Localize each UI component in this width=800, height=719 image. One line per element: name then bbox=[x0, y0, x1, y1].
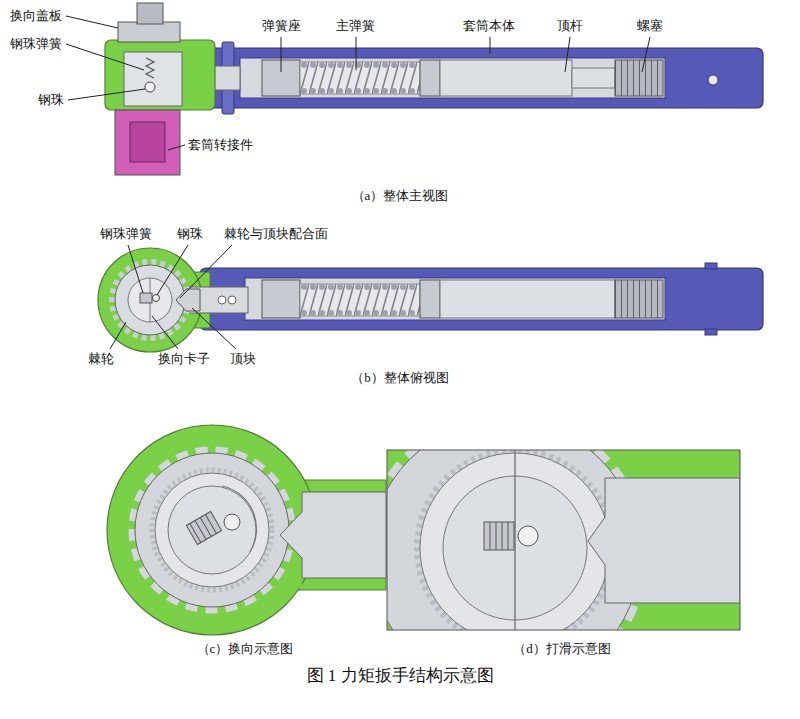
leader-line bbox=[565, 37, 570, 72]
ball bbox=[518, 526, 538, 546]
ball bbox=[145, 82, 155, 92]
ball-spring-part bbox=[186, 511, 221, 544]
hole bbox=[218, 296, 226, 304]
plug-screw bbox=[615, 280, 663, 318]
leader-line bbox=[192, 308, 236, 349]
leader-line bbox=[110, 322, 126, 349]
head-neck bbox=[280, 480, 386, 590]
sleeve-body bbox=[205, 48, 763, 108]
ball-spring bbox=[146, 58, 154, 78]
plug-screw bbox=[615, 60, 663, 96]
spring-seat bbox=[420, 280, 440, 318]
subfigure-caption: （a）整体主视图 bbox=[352, 188, 449, 204]
head bbox=[98, 248, 202, 352]
leader-line bbox=[66, 16, 118, 28]
ball bbox=[153, 295, 160, 302]
slipping-view bbox=[387, 450, 740, 630]
ball-spring bbox=[186, 511, 221, 544]
push-rod bbox=[440, 60, 572, 96]
leader-line bbox=[281, 37, 282, 72]
knob bbox=[137, 3, 163, 24]
part-label: 钢珠 bbox=[38, 92, 64, 108]
pawl bbox=[128, 278, 172, 322]
view-frame bbox=[387, 450, 740, 630]
bore bbox=[245, 278, 665, 320]
leader-line bbox=[356, 37, 357, 70]
hole bbox=[228, 296, 236, 304]
subfigure-caption: （d）打滑示意图 bbox=[513, 641, 611, 657]
push-rod bbox=[440, 280, 615, 318]
head bbox=[105, 40, 215, 110]
front-view bbox=[105, 3, 763, 175]
ball bbox=[224, 514, 240, 530]
sleeve-body bbox=[200, 268, 763, 330]
part-label: 钢珠弹簧 bbox=[10, 36, 62, 52]
main-spring bbox=[300, 62, 420, 94]
part-label: 主弹簧 bbox=[336, 18, 375, 34]
part-label: 弹簧座 bbox=[262, 18, 301, 34]
ratchet bbox=[115, 265, 185, 335]
part-label: 顶杆 bbox=[557, 18, 583, 34]
leader-line bbox=[168, 145, 185, 150]
ball-spring-part bbox=[190, 514, 217, 542]
subfigure-caption: （c）换向示意图 bbox=[197, 641, 294, 657]
spring-seat bbox=[420, 60, 440, 96]
subfigure-caption: （b）整体俯视图 bbox=[351, 370, 449, 386]
leader-lines bbox=[66, 16, 650, 349]
part-label: 棘轮与顶块配合面 bbox=[224, 226, 328, 242]
leader-line bbox=[68, 89, 145, 100]
part-label: 钢珠弹簧 bbox=[100, 226, 152, 242]
leader-line bbox=[152, 316, 178, 349]
hole bbox=[708, 75, 718, 85]
leader-line bbox=[180, 245, 232, 298]
part-label: 套筒本体 bbox=[463, 18, 515, 34]
part-label: 钢珠 bbox=[177, 226, 203, 242]
top-block bbox=[280, 492, 386, 578]
spring-coils bbox=[304, 88, 418, 94]
top-view bbox=[98, 248, 763, 352]
spring-coils bbox=[304, 62, 418, 68]
spring-coils bbox=[490, 522, 508, 550]
ratchet bbox=[135, 453, 289, 607]
leader-line bbox=[157, 245, 188, 295]
leader-line bbox=[66, 44, 144, 70]
main-spring bbox=[300, 284, 420, 316]
leader-line bbox=[490, 37, 491, 54]
bump bbox=[705, 329, 717, 335]
spring-coils bbox=[304, 310, 418, 316]
reversing-view bbox=[107, 425, 386, 635]
spring-coils bbox=[304, 284, 418, 290]
bump bbox=[705, 263, 717, 269]
cover-plate bbox=[118, 22, 180, 42]
part-label: 换向盖板 bbox=[10, 8, 62, 24]
ratchet-teeth bbox=[132, 450, 292, 610]
top-block bbox=[588, 478, 740, 603]
part-label: 螺塞 bbox=[637, 18, 663, 34]
part-label: 套筒转接件 bbox=[188, 137, 253, 153]
socket-adapter bbox=[115, 110, 180, 175]
figure-caption: 图 1 力矩扳手结构示意图 bbox=[307, 666, 494, 686]
pawl-edge bbox=[222, 486, 257, 552]
pawl-split bbox=[514, 450, 515, 630]
part-label: 换向卡子 bbox=[158, 351, 210, 367]
inner-ring bbox=[155, 473, 269, 587]
leader-line bbox=[128, 245, 143, 293]
spring-seat bbox=[262, 280, 300, 318]
inner-teeth bbox=[152, 470, 272, 590]
part-label: 顶块 bbox=[230, 351, 256, 367]
top-block bbox=[176, 289, 200, 311]
bore bbox=[240, 58, 665, 98]
socket-square bbox=[130, 122, 165, 162]
inner-teeth bbox=[417, 450, 613, 630]
ball-spring bbox=[484, 522, 514, 550]
ball-spring bbox=[140, 293, 152, 303]
ratchet bbox=[124, 52, 182, 106]
leader-line bbox=[642, 37, 650, 72]
push-rod-end bbox=[572, 68, 615, 88]
part-label: 棘轮 bbox=[88, 351, 114, 367]
pawl bbox=[168, 486, 256, 574]
